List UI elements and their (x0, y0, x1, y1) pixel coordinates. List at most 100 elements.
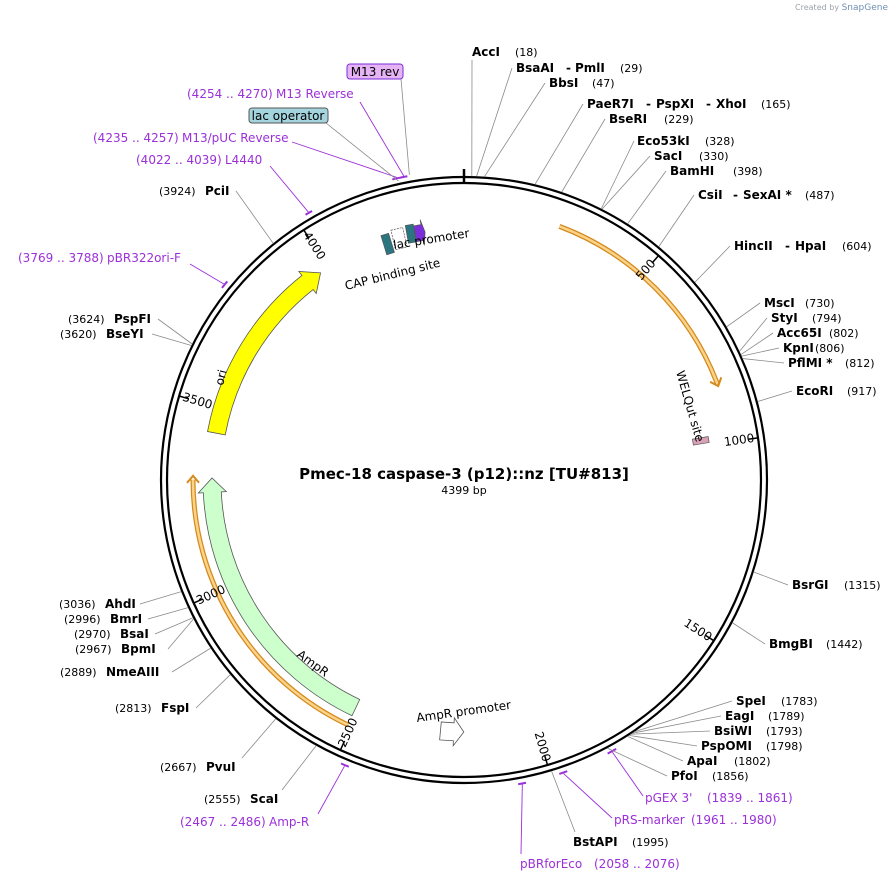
primer-range: (4235 .. 4257) (93, 131, 179, 145)
enzyme-label-bseyi[interactable]: (3620)BseYI (60, 327, 144, 341)
tick-mark-500 (651, 255, 660, 264)
primer-label-amp-r[interactable]: (2467 .. 2486)Amp-R (180, 815, 309, 829)
orf-arc-fill (559, 225, 719, 386)
leader-line-bpmi (167, 618, 194, 650)
enzyme-label-eagi[interactable]: EagI(1789) (725, 709, 805, 723)
primer-label-pbr322ori-f[interactable]: (3769 .. 3788)pBR322ori-F (18, 251, 181, 265)
enzyme-name: PfoI (671, 769, 698, 783)
enzyme-label-bpmi[interactable]: (2967)BpmI (75, 642, 156, 656)
primer-label-pbrforeco[interactable]: pBRforEco(2058 .. 2076) (520, 857, 680, 871)
enzyme-label-nmeaiii[interactable]: (2889)NmeAIII (60, 665, 159, 679)
enzyme-label-kpni[interactable]: KpnI(806) (783, 341, 845, 355)
enzyme-label-hincii[interactable]: HincII-HpaI(604) (734, 239, 872, 253)
primer-range: (4254 .. 4270) (187, 87, 273, 101)
enzyme-name: HincII (734, 239, 773, 253)
primer-leader-pbr322ori-f (189, 263, 225, 285)
ampr-region-fill (191, 479, 349, 727)
leader-line-msci (726, 302, 761, 328)
enzyme-label-scai[interactable]: (2555)ScaI (204, 792, 278, 806)
enzyme-position: (604) (842, 240, 872, 253)
enzyme-label-styi[interactable]: StyI(794) (771, 311, 842, 325)
m13-rev-label[interactable]: M13 rev (346, 63, 404, 80)
ori-arrow (207, 271, 322, 436)
leader-line-bseri (561, 118, 606, 193)
enzyme-label-pfoi[interactable]: PfoI(1856) (671, 769, 749, 783)
label-leader-lines (139, 59, 793, 855)
enzyme-label-pspomi[interactable]: PspOMI(1798) (701, 739, 803, 753)
enzyme-label-bsaai[interactable]: BsaAI-PmlI(29) (516, 61, 643, 75)
enzyme-label-bmri[interactable]: (2996)BmrI (64, 612, 142, 626)
enzyme-position: (1442) (826, 638, 863, 651)
leader-line-csii (658, 194, 695, 247)
cap-binding-site-label[interactable]: CAP binding site (343, 256, 441, 293)
enzyme-label-bmgbi[interactable]: BmgBI(1442) (769, 637, 863, 651)
enzyme-name: CsiI (698, 188, 723, 202)
enzyme-label-ahdi[interactable]: (3036)AhdI (59, 597, 136, 611)
enzyme-label-csii[interactable]: CsiI-SexAI *(487) (698, 188, 835, 202)
svg-text:-: - (706, 97, 711, 111)
primer-label-l4440[interactable]: (4022 .. 4039)L4440 (136, 153, 262, 167)
primer-range: (1839 .. 1861) (707, 791, 793, 805)
leader-line-apai (627, 735, 684, 762)
enzyme-label-bbsi[interactable]: BbsI(47) (549, 76, 615, 90)
leader-line-lac-operator (325, 122, 399, 182)
enzyme-label-pcii[interactable]: (3924)PciI (159, 184, 230, 198)
primer-range: (4022 .. 4039) (136, 153, 222, 167)
lac-operator-label[interactable]: lac operator (248, 107, 329, 124)
tick-mark-4000 (303, 229, 310, 239)
tick-mark-2500 (339, 740, 346, 751)
enzyme-label-bsrgi[interactable]: BsrGI(1315) (792, 578, 881, 592)
enzyme-label-spei[interactable]: SpeI(1783) (736, 694, 818, 708)
enzyme-label-pspfi[interactable]: (3624)PspFI (68, 312, 151, 326)
leader-line-pspomi (628, 734, 698, 747)
primer-label-m13-reverse[interactable]: (4254 .. 4270)M13 Reverse (187, 87, 354, 101)
leader-line-kpni (741, 347, 780, 357)
enzyme-label-eco53ki[interactable]: Eco53kI(328) (637, 134, 735, 148)
enzyme-name: BsaAI (516, 61, 554, 75)
enzyme-label-fspi[interactable]: (2813)FspI (115, 701, 189, 715)
enzyme-name-3: XhoI (716, 97, 747, 111)
enzyme-name: AccI (472, 45, 500, 59)
enzyme-label-acci[interactable]: AccI(18) (472, 45, 538, 59)
enzyme-name: Eco53kI (637, 134, 690, 148)
leader-line-bmri (147, 607, 189, 620)
leader-line-ahdi (139, 591, 182, 605)
enzyme-label-msci[interactable]: MscI(730) (764, 296, 835, 310)
m13-rev-box (346, 63, 404, 80)
enzyme-name: PvuI (206, 760, 236, 774)
primer-leader-m13-reverse (359, 101, 405, 177)
enzyme-label-bseri[interactable]: BseRI(229) (609, 112, 694, 126)
enzyme-label-pflmi[interactable]: PflMI *(812) (788, 356, 875, 370)
primer-name: L4440 (225, 153, 262, 167)
primer-leader-prs-marker (563, 773, 613, 819)
leader-line-pvui (241, 718, 277, 759)
enzyme-label-bsiwi[interactable]: BsiWI(1793) (714, 724, 803, 738)
primer-label-m13-puc-reverse[interactable]: (4235 .. 4257)M13/pUC Reverse (93, 131, 289, 145)
enzyme-label-bsai[interactable]: (2970)BsaI (74, 627, 149, 641)
plasmid-name: Pmec-18 caspase-3 (p12)::nz [TU#813] (299, 465, 629, 483)
enzyme-label-ecori[interactable]: EcoRI(917) (796, 384, 877, 398)
enzyme-label-bamhi[interactable]: BamHI(398) (670, 164, 763, 178)
enzyme-position: (487) (805, 189, 835, 202)
enzyme-name: BsrGI (792, 578, 829, 592)
primer-label-prs-marker[interactable]: pRS-marker(1961 .. 1980) (614, 813, 777, 827)
enzyme-position: (1783) (781, 695, 818, 708)
orf-arc-arrowhead (709, 377, 723, 388)
ori-label[interactable]: ori (212, 368, 229, 387)
backbone-inner-ring (165, 181, 763, 779)
enzyme-label-saci[interactable]: SacI(330) (654, 149, 729, 163)
enzyme-label-acc65i[interactable]: Acc65I(802) (777, 326, 859, 340)
enzyme-label-pvui[interactable]: (2667)PvuI (160, 760, 236, 774)
enzyme-position: (917) (847, 385, 877, 398)
enzyme-label-paer7i[interactable]: PaeR7I-PspXI-XhoI(165) (587, 97, 791, 111)
ampr-promoter-label[interactable]: AmpR promoter (415, 698, 511, 725)
primer-label-pgex3[interactable]: pGEX 3'(1839 .. 1861) (645, 791, 793, 805)
enzyme-name: Acc65I (777, 326, 822, 340)
enzyme-label-bstapi[interactable]: BstAPI(1995) (573, 835, 669, 849)
enzyme-name: PspOMI (701, 739, 752, 753)
lac-promoter-label[interactable]: lac promoter (392, 226, 470, 252)
welqut-site-label[interactable]: WELQut site (673, 369, 707, 443)
enzyme-label-apai[interactable]: ApaI(1802) (687, 754, 771, 768)
enzyme-name: SacI (654, 149, 682, 163)
